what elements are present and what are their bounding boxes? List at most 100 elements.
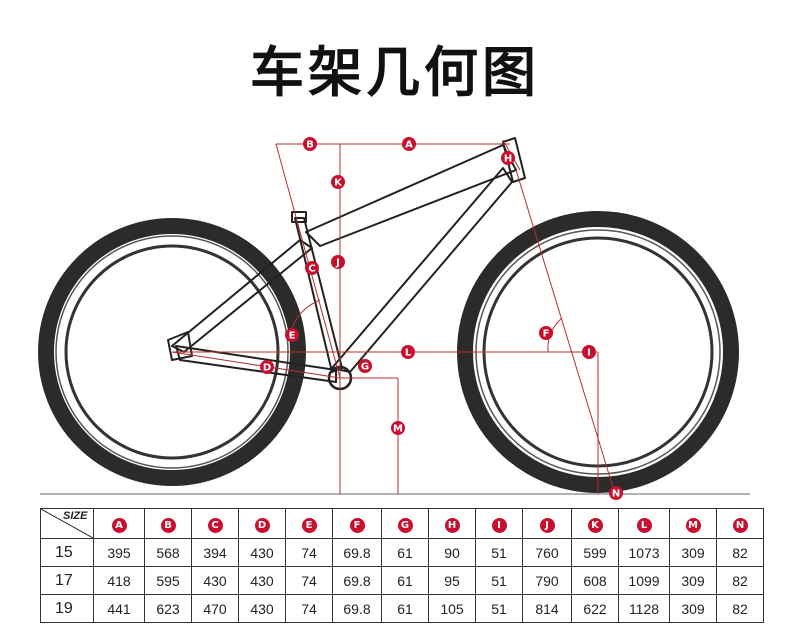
value-cell: 309 xyxy=(669,566,717,595)
marker-circle xyxy=(609,486,623,500)
marker-circle xyxy=(303,137,317,151)
value-cell: 82 xyxy=(716,538,764,567)
value-cell: 622 xyxy=(571,594,619,623)
marker-letter: C xyxy=(308,264,315,275)
column-header-m: M xyxy=(669,508,717,539)
marker-j: J xyxy=(331,255,345,269)
marker-i: I xyxy=(582,345,596,359)
value-cell: 61 xyxy=(381,594,429,623)
marker-letter: G xyxy=(361,362,369,373)
column-header-e: E xyxy=(285,508,333,539)
value-cell: 623 xyxy=(144,594,192,623)
value-cell: 51 xyxy=(475,566,523,595)
value-cell: 90 xyxy=(428,538,476,567)
size-cell: 19 xyxy=(40,594,94,623)
column-header-d: D xyxy=(238,508,286,539)
marker-circle xyxy=(331,255,345,269)
value-cell: 69.8 xyxy=(332,594,382,623)
marker-b: B xyxy=(303,137,317,151)
marker-circle xyxy=(285,328,299,342)
marker-circle xyxy=(358,359,372,373)
column-header-k: K xyxy=(571,508,619,539)
value-cell: 760 xyxy=(522,538,572,567)
value-cell: 69.8 xyxy=(332,566,382,595)
marker-letter: B xyxy=(306,140,314,151)
size-cell: 15 xyxy=(40,538,94,567)
value-cell: 95 xyxy=(428,566,476,595)
column-badge: C xyxy=(207,517,223,533)
column-badge: A xyxy=(111,517,127,533)
column-header-n: N xyxy=(716,508,764,539)
value-cell: 74 xyxy=(285,538,333,567)
marker-c: C xyxy=(305,261,319,275)
marker-f: F xyxy=(539,326,553,340)
column-badge: H xyxy=(444,517,460,533)
column-badge: B xyxy=(160,517,176,533)
marker-a: A xyxy=(402,137,416,151)
value-cell: 394 xyxy=(191,538,239,567)
value-cell: 61 xyxy=(381,538,429,567)
diagonal-divider xyxy=(41,509,93,538)
marker-circle xyxy=(331,175,345,189)
marker-letter: H xyxy=(504,154,512,165)
column-header-j: J xyxy=(522,508,572,539)
value-cell: 309 xyxy=(669,594,717,623)
marker-letter: N xyxy=(612,489,620,500)
marker-n: N xyxy=(609,486,623,500)
column-header-b: B xyxy=(144,508,192,539)
column-badge: K xyxy=(587,517,603,533)
column-header-g: G xyxy=(381,508,429,539)
value-cell: 1099 xyxy=(618,566,670,595)
marker-letter: M xyxy=(393,424,403,435)
value-cell: 51 xyxy=(475,538,523,567)
marker-circle xyxy=(391,421,405,435)
marker-letter: A xyxy=(405,140,413,151)
column-header-h: H xyxy=(428,508,476,539)
size-header-cell: SIZE xyxy=(40,508,94,539)
column-badge: M xyxy=(685,517,701,533)
value-cell: 441 xyxy=(93,594,145,623)
value-cell: 105 xyxy=(428,594,476,623)
column-header-c: C xyxy=(191,508,239,539)
value-cell: 69.8 xyxy=(332,538,382,567)
value-cell: 1128 xyxy=(618,594,670,623)
column-header-l: L xyxy=(618,508,670,539)
column-badge: L xyxy=(636,517,652,533)
value-cell: 61 xyxy=(381,566,429,595)
marker-circle xyxy=(260,360,274,374)
page-title: 车架几何图 xyxy=(250,41,540,104)
value-cell: 568 xyxy=(144,538,192,567)
size-cell: 17 xyxy=(40,566,94,595)
marker-circle xyxy=(582,345,596,359)
marker-letter: D xyxy=(263,363,271,374)
marker-circle xyxy=(501,151,515,165)
size-header-label: SIZE xyxy=(63,510,88,522)
marker-circle xyxy=(402,137,416,151)
value-cell: 51 xyxy=(475,594,523,623)
marker-letter: E xyxy=(289,331,296,342)
column-badge: N xyxy=(732,517,748,533)
value-cell: 790 xyxy=(522,566,572,595)
marker-h: H xyxy=(501,151,515,165)
marker-e: E xyxy=(285,328,299,342)
value-cell: 418 xyxy=(93,566,145,595)
column-badge: D xyxy=(254,517,270,533)
value-cell: 470 xyxy=(191,594,239,623)
marker-letter: I xyxy=(587,348,591,359)
value-cell: 395 xyxy=(93,538,145,567)
value-cell: 74 xyxy=(285,566,333,595)
marker-circle xyxy=(401,345,415,359)
value-cell: 82 xyxy=(716,594,764,623)
value-cell: 309 xyxy=(669,538,717,567)
marker-circle xyxy=(539,326,553,340)
marker-k: K xyxy=(331,175,345,189)
column-badge: F xyxy=(349,517,365,533)
column-badge: I xyxy=(491,517,507,533)
